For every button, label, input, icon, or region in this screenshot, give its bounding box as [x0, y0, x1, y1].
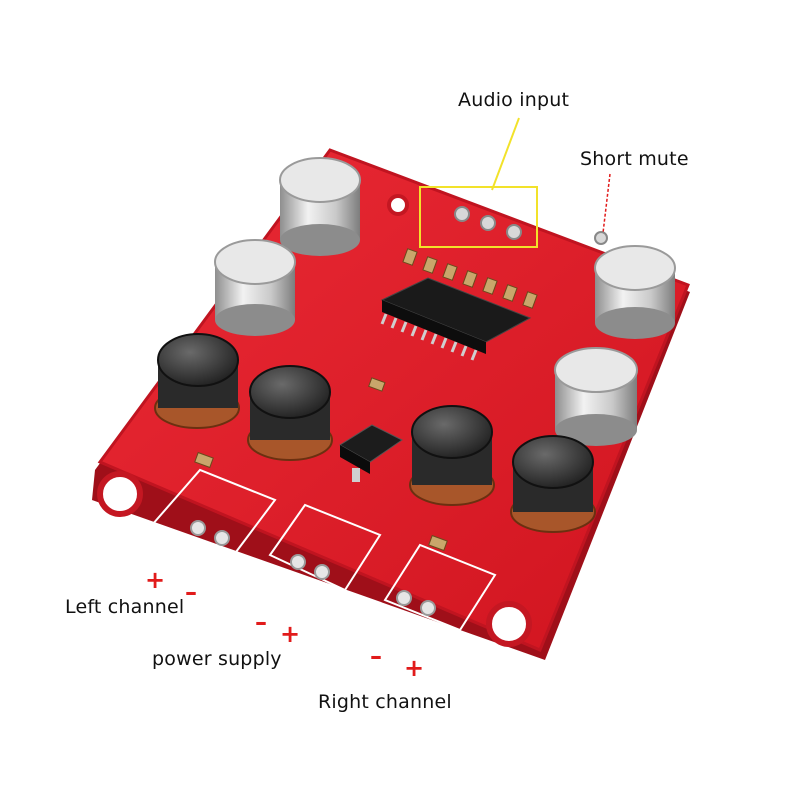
left-channel-label: Left channel	[65, 596, 185, 618]
audio-input-callout-box	[419, 186, 538, 248]
pad-right-plus	[420, 600, 436, 616]
diode-ss34	[339, 424, 403, 482]
power-supply-label: power supply	[152, 648, 282, 670]
pad-mute	[594, 231, 608, 245]
right-channel-label: Right channel	[318, 691, 452, 713]
left-minus-mark: –	[185, 578, 197, 606]
pad-left-minus	[214, 530, 230, 546]
right-plus-mark: +	[404, 654, 425, 682]
right-minus-mark: –	[370, 642, 382, 670]
short-mute-leader	[602, 173, 611, 234]
pad-audio-r	[454, 206, 470, 222]
audio-input-label: Audio input	[458, 89, 570, 111]
tpa3110-chip	[380, 277, 532, 361]
inductor-2	[247, 365, 333, 461]
inductor-1	[154, 333, 240, 429]
pad-power-plus	[314, 564, 330, 580]
capacitor-top-right	[594, 245, 676, 339]
power-plus-mark: +	[280, 620, 301, 648]
left-plus-mark: +	[145, 566, 166, 594]
power-minus-mark: –	[255, 608, 267, 636]
left-terminal-outline	[150, 468, 277, 562]
capacitor-top-left	[279, 157, 361, 256]
pad-audio-l	[506, 224, 522, 240]
mount-hole-bottom	[486, 601, 532, 647]
diode-lead	[352, 468, 360, 482]
pad-left-plus	[190, 520, 206, 536]
right-terminal-outline	[383, 543, 497, 632]
smd-row	[194, 248, 538, 552]
inductor-4	[510, 435, 596, 533]
mount-hole-left	[97, 471, 143, 517]
short-mute-label: Short mute	[580, 148, 689, 170]
pad-right-minus	[396, 590, 412, 606]
capacitor-mid-right	[554, 347, 638, 446]
audio-input-leader	[491, 117, 520, 191]
capacitor-mid-left	[214, 239, 296, 336]
pad-power-minus	[290, 554, 306, 570]
mount-hole-top	[387, 194, 409, 216]
inductor-3	[409, 405, 495, 506]
pad-audio-gnd	[480, 215, 496, 231]
